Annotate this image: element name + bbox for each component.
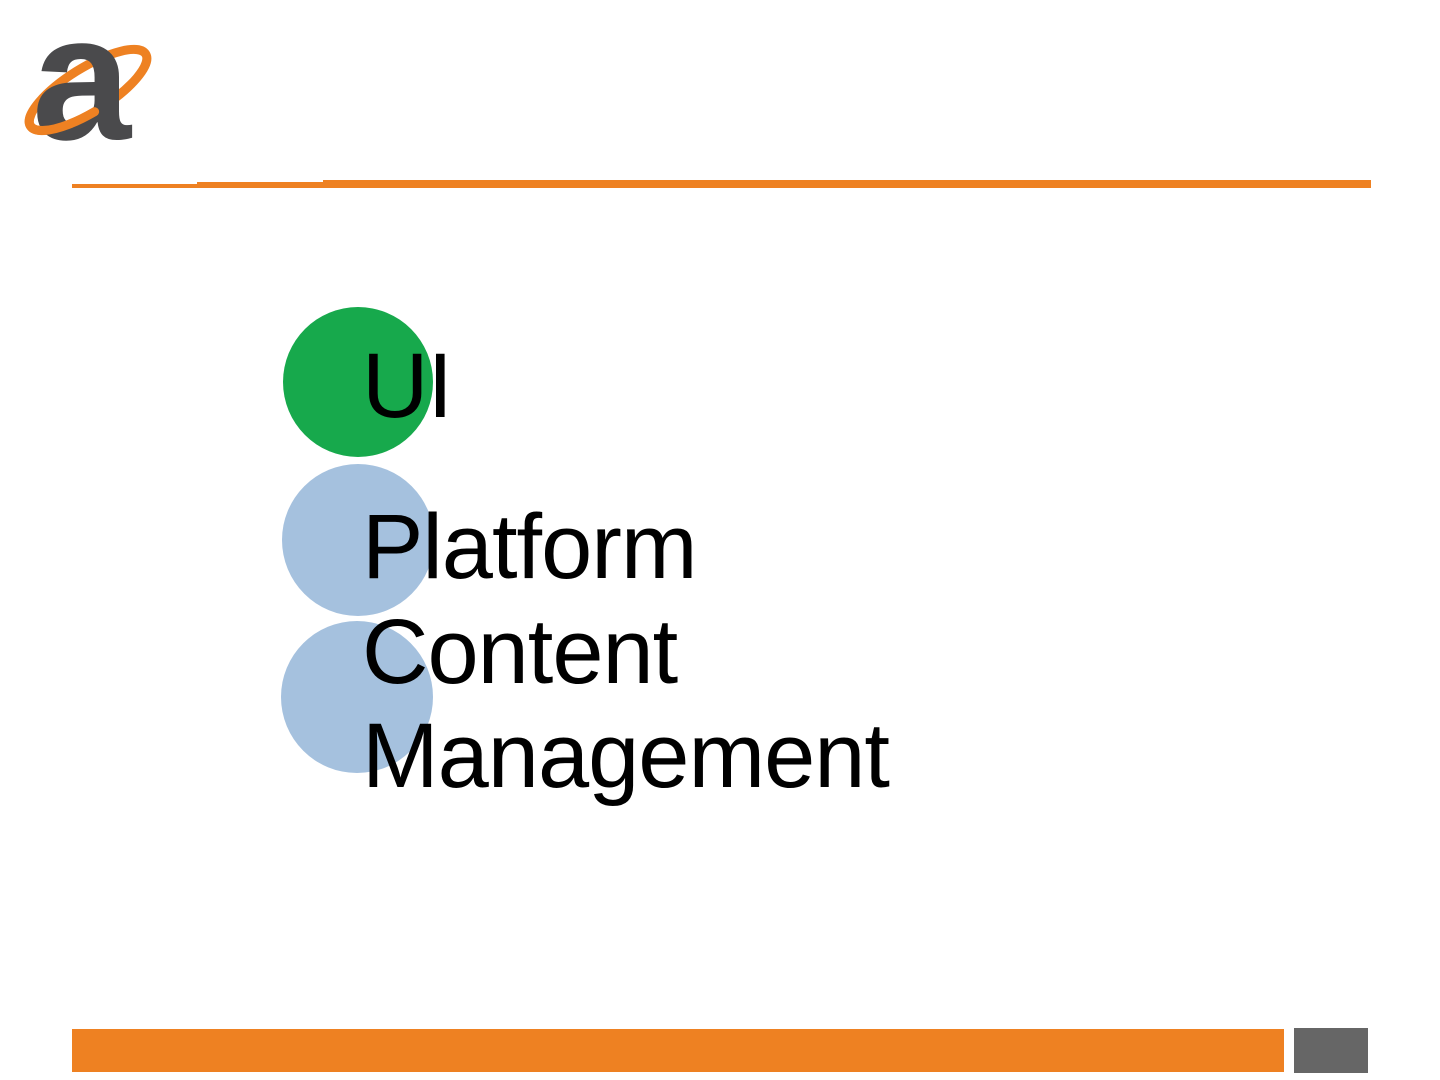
bullet-circle-platform (282, 464, 434, 616)
logo-swoosh-front-icon (24, 107, 100, 135)
header-rule-segment-thin (72, 184, 197, 188)
list-item-label-platform: Platform (362, 496, 698, 598)
bullet-circle-ui (283, 307, 433, 457)
footer-gray-square (1294, 1028, 1368, 1073)
header-rule-segment-medium (197, 182, 323, 188)
logo-letter: a (32, 26, 133, 156)
bullet-circle-content-management (281, 621, 433, 773)
brand-logo: a (24, 26, 152, 156)
list-item-label-content-management: Content Management (362, 601, 890, 807)
list-item-label-ui: UI (362, 335, 453, 437)
footer-accent-bar (72, 1029, 1284, 1072)
header-rule-segment-thick (323, 180, 1371, 188)
